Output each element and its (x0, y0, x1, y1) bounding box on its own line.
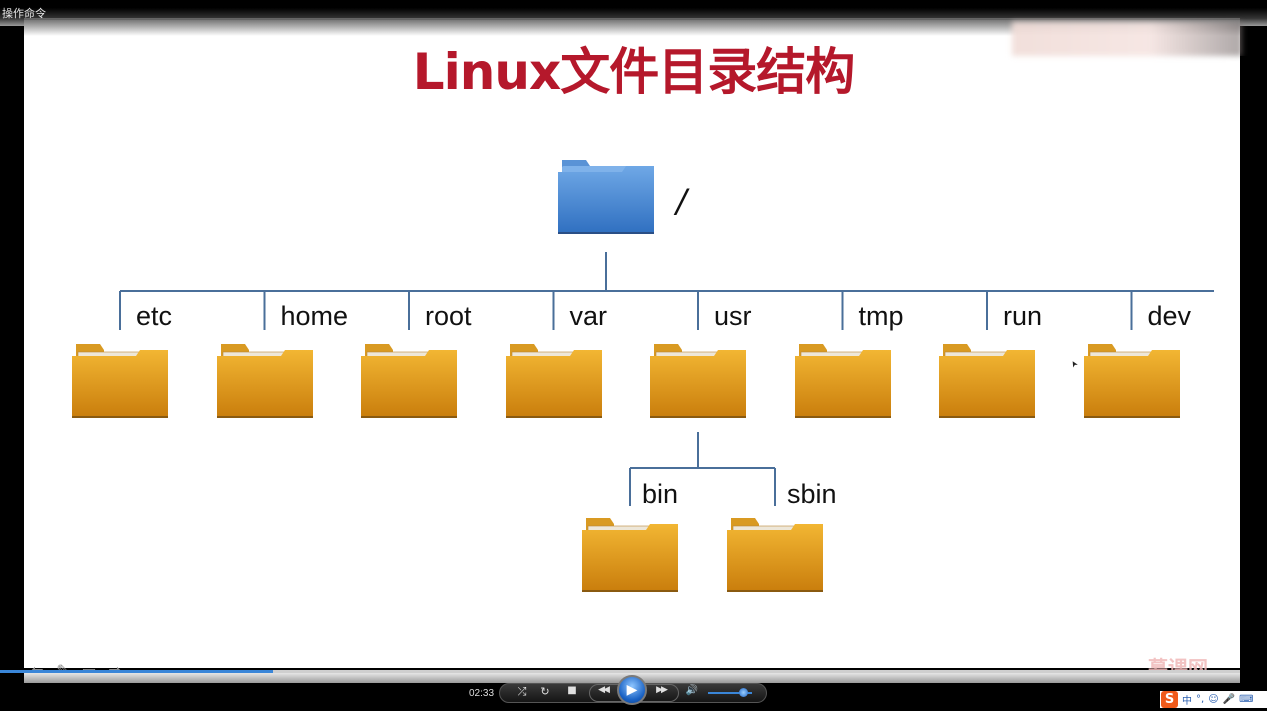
slide-title: Linux文件目录结构 (412, 43, 855, 101)
folder-usr[interactable] (648, 340, 748, 420)
ime-toolbar: S 中 °, ☺ 🎤 ⌨ (1160, 691, 1267, 708)
play-button[interactable]: ▶ (617, 675, 647, 705)
dir-label-usr: usr (714, 301, 752, 331)
folder-var[interactable] (504, 340, 604, 420)
play-icon: ▶ (626, 682, 638, 698)
folder-icon (361, 344, 457, 418)
media-player-controls: 02:33 ⤮ ↻ ■ ◀◀ ▶ ▶▶ 🔊 (0, 675, 1267, 711)
dir-label-tmp: tmp (858, 301, 904, 331)
folder-root[interactable] (359, 340, 459, 420)
folder-tmp[interactable] (793, 340, 893, 420)
dir-label-etc: etc (136, 301, 173, 331)
folder-sbin[interactable] (725, 514, 825, 594)
sogou-logo-icon[interactable]: S (1161, 691, 1178, 708)
folder-icon (794, 344, 891, 418)
folder-icon (582, 518, 678, 592)
shuffle-button[interactable]: ⤮ (517, 685, 527, 698)
root-label: / (676, 182, 687, 220)
fast-forward-button[interactable]: ▶▶ (656, 685, 668, 695)
left-border (0, 26, 24, 676)
keyboard-icon[interactable]: ⌨ (1239, 694, 1254, 705)
stop-button[interactable]: ■ (567, 685, 577, 696)
blurred-banner (1012, 22, 1242, 56)
folder-bin[interactable] (580, 514, 680, 594)
ime-mode-toggle[interactable]: 中 (1182, 696, 1192, 707)
seek-bar-fill (0, 670, 273, 673)
seek-bar[interactable] (0, 670, 1240, 673)
folder-icon (727, 518, 823, 592)
folder-etc[interactable] (70, 340, 170, 420)
folder-icon (939, 344, 1035, 418)
repeat-button[interactable]: ↻ (540, 685, 550, 698)
elapsed-time: 02:33 (469, 688, 495, 699)
window-title: 操作命令 (2, 7, 46, 20)
dir-label-var: var (569, 301, 608, 331)
dir-label-root: root (425, 301, 472, 331)
folder-run[interactable] (937, 340, 1037, 420)
volume-button[interactable]: 🔊 (685, 685, 699, 696)
dir-label-dev: dev (1147, 301, 1192, 331)
volume-slider[interactable] (708, 692, 752, 694)
punctuation-toggle[interactable]: °, (1196, 694, 1205, 705)
folder-home[interactable] (215, 340, 315, 420)
folder-dev[interactable] (1082, 340, 1182, 420)
rewind-button[interactable]: ◀◀ (598, 685, 610, 695)
microphone-icon[interactable]: 🎤 (1222, 694, 1236, 705)
folder-icon (505, 344, 602, 418)
dir-label-bin: bin (642, 479, 679, 509)
folder-icon (558, 160, 654, 234)
dir-label-home: home (280, 301, 349, 331)
right-border (1240, 56, 1267, 676)
folder-icon (216, 344, 313, 418)
folder-icon (1083, 344, 1180, 418)
dir-label-sbin: sbin (787, 479, 837, 509)
slide-top-shadow (24, 18, 1240, 36)
volume-slider-thumb[interactable] (739, 688, 749, 697)
emoji-icon[interactable]: ☺ (1208, 694, 1219, 705)
dir-label-run: run (1003, 301, 1043, 331)
folder-icon (650, 344, 746, 418)
root-folder[interactable] (556, 156, 656, 236)
folder-icon (72, 344, 168, 418)
